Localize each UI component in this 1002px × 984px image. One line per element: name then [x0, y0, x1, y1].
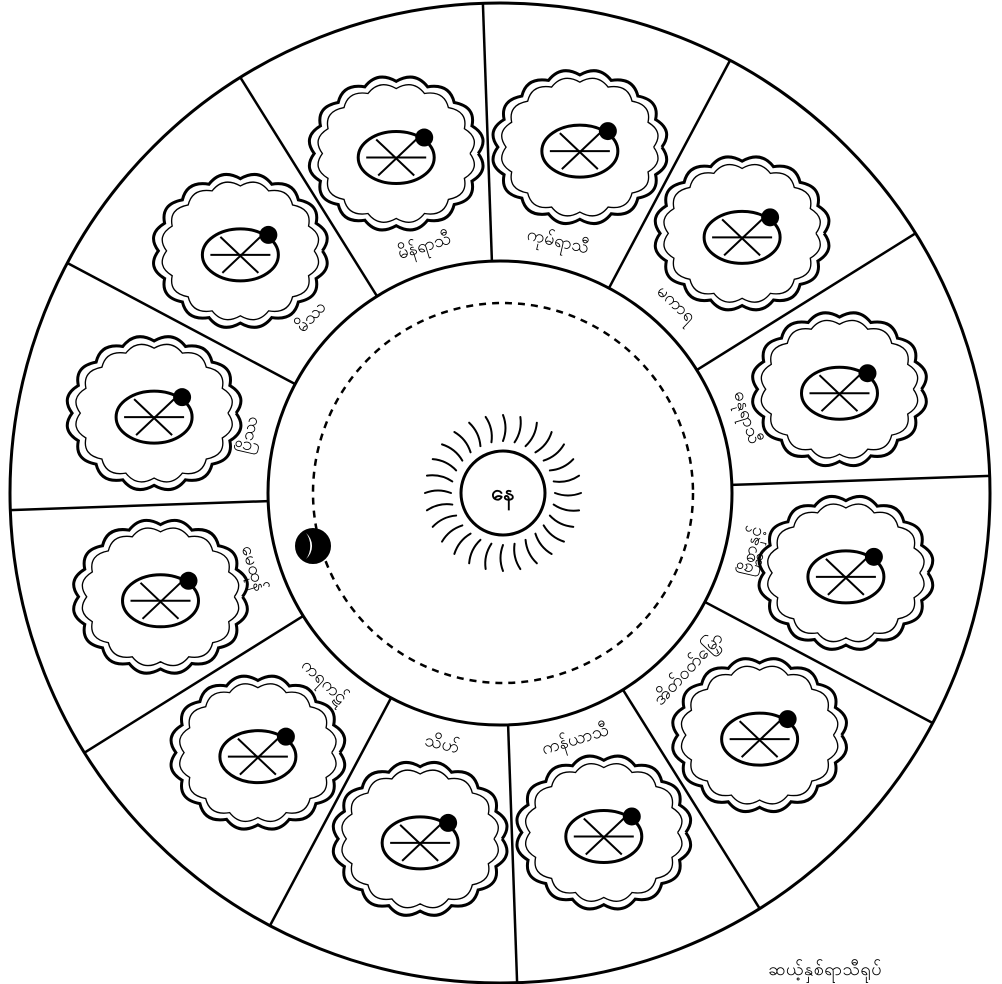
sector-divider — [483, 3, 492, 261]
crab-icon — [171, 676, 345, 829]
ram-icon — [154, 174, 328, 327]
sign-label: ကန်ယာသီ — [539, 719, 612, 762]
water-pot-icon — [493, 71, 667, 224]
sign-label: သိဟ် — [423, 730, 462, 758]
bull-icon — [67, 337, 241, 490]
sign-label: ကုမ်ရာသီ — [524, 224, 591, 262]
lion-icon — [333, 762, 507, 915]
archer-icon — [753, 313, 927, 466]
sea-creature-icon — [655, 157, 829, 310]
maiden-icon — [517, 756, 691, 909]
scorpion-icon — [759, 496, 933, 649]
sector-divider — [732, 476, 990, 485]
two-fish-icon — [309, 77, 483, 230]
sector-divider — [10, 501, 268, 510]
sign-label: မိန်ရာသီ — [395, 228, 454, 267]
moon-icon — [296, 529, 330, 563]
sector-divider — [508, 725, 517, 983]
caption: ဆယ့်နှစ်ရာသီရုပ် — [768, 957, 882, 984]
scales-figure-icon — [673, 659, 847, 812]
twins-icon — [74, 520, 248, 673]
